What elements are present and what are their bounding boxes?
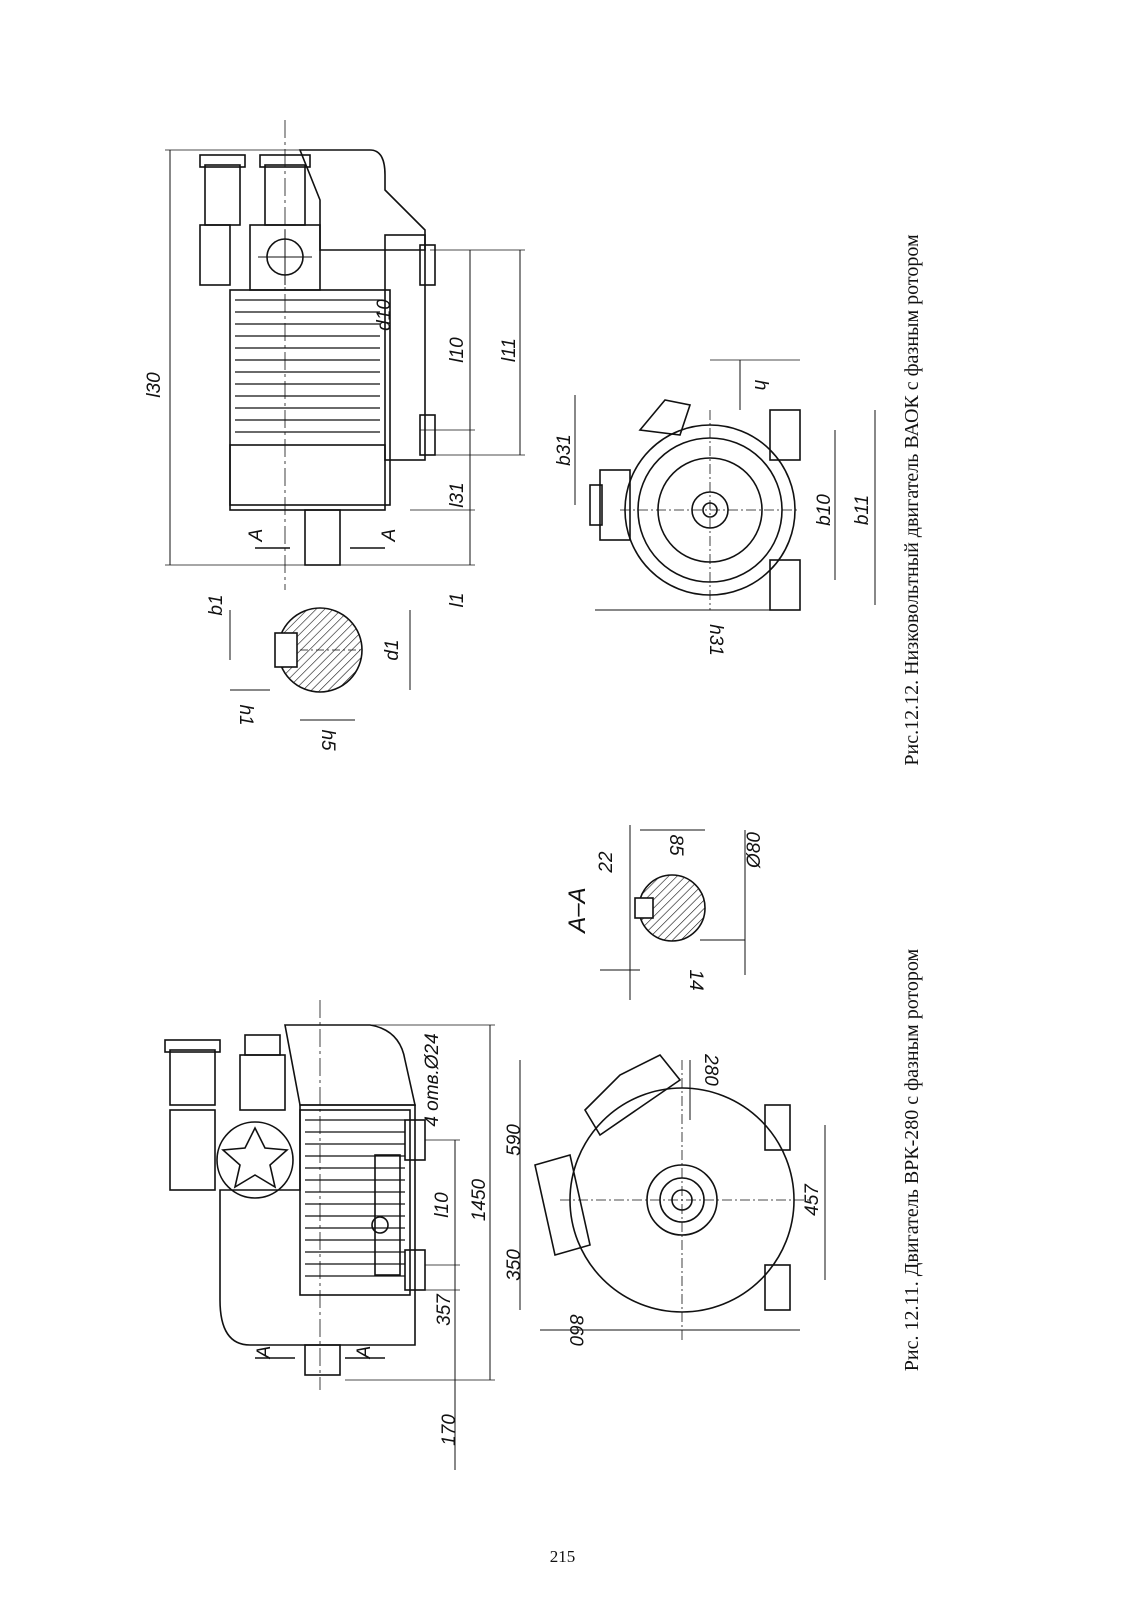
dim-l1: l1 — [447, 593, 468, 608]
caption-fig-12-12: Рис.12.12. Низковольтный двигатель ВАОК … — [901, 234, 923, 766]
dim-h: h — [750, 380, 771, 391]
dim-h5: h5 — [317, 729, 338, 751]
dim-860: 860 — [565, 1314, 586, 1346]
dim-85: 85 — [665, 834, 686, 856]
dim-80: Ø80 — [744, 832, 765, 869]
dim-1450: 1450 — [469, 1178, 490, 1221]
dim-457: 457 — [802, 1183, 823, 1216]
section-a-1: A — [246, 529, 267, 543]
dim-22: 22 — [596, 851, 617, 874]
fig-12-11-side-view — [165, 1000, 495, 1470]
dim-14: 14 — [685, 969, 706, 990]
dim-holes: 4 отв.Ø24 — [422, 1033, 443, 1126]
dim-b1: b1 — [206, 594, 227, 615]
section-a-3: A — [254, 1346, 275, 1360]
dim-280: 280 — [700, 1053, 721, 1086]
caption-fig-12-11: Рис. 12.11. Двигатель ВРК-280 с фазным р… — [901, 948, 923, 1371]
dim-l10-b: l10 — [432, 1192, 453, 1218]
section-a-2: A — [379, 529, 400, 543]
dim-350: 350 — [504, 1249, 525, 1281]
section-title-aa: A–A — [564, 887, 591, 934]
section-a-4: A — [354, 1346, 375, 1360]
dim-357: 357 — [434, 1293, 455, 1326]
dim-h1: h1 — [235, 704, 256, 725]
dim-590: 590 — [504, 1124, 525, 1156]
dim-170: 170 — [439, 1414, 460, 1446]
dim-d10: d10 — [374, 299, 395, 331]
dim-b11: b11 — [852, 495, 873, 525]
fig-12-12-side-view — [165, 120, 525, 590]
fig-12-12-shaft-section — [230, 608, 410, 720]
dim-h31: h31 — [705, 624, 726, 656]
fig-12-12-end-view — [575, 360, 875, 610]
dim-d1: d1 — [382, 639, 403, 660]
dim-l11: l11 — [499, 338, 520, 362]
dim-l10: l10 — [447, 337, 468, 363]
dim-l30: l30 — [144, 372, 165, 398]
dim-l31: l31 — [447, 482, 468, 507]
dim-b31: b31 — [554, 434, 575, 466]
fig-12-11-end-view — [520, 1055, 825, 1340]
page-number: 215 — [0, 1547, 1125, 1567]
dim-b10: b10 — [814, 494, 835, 526]
